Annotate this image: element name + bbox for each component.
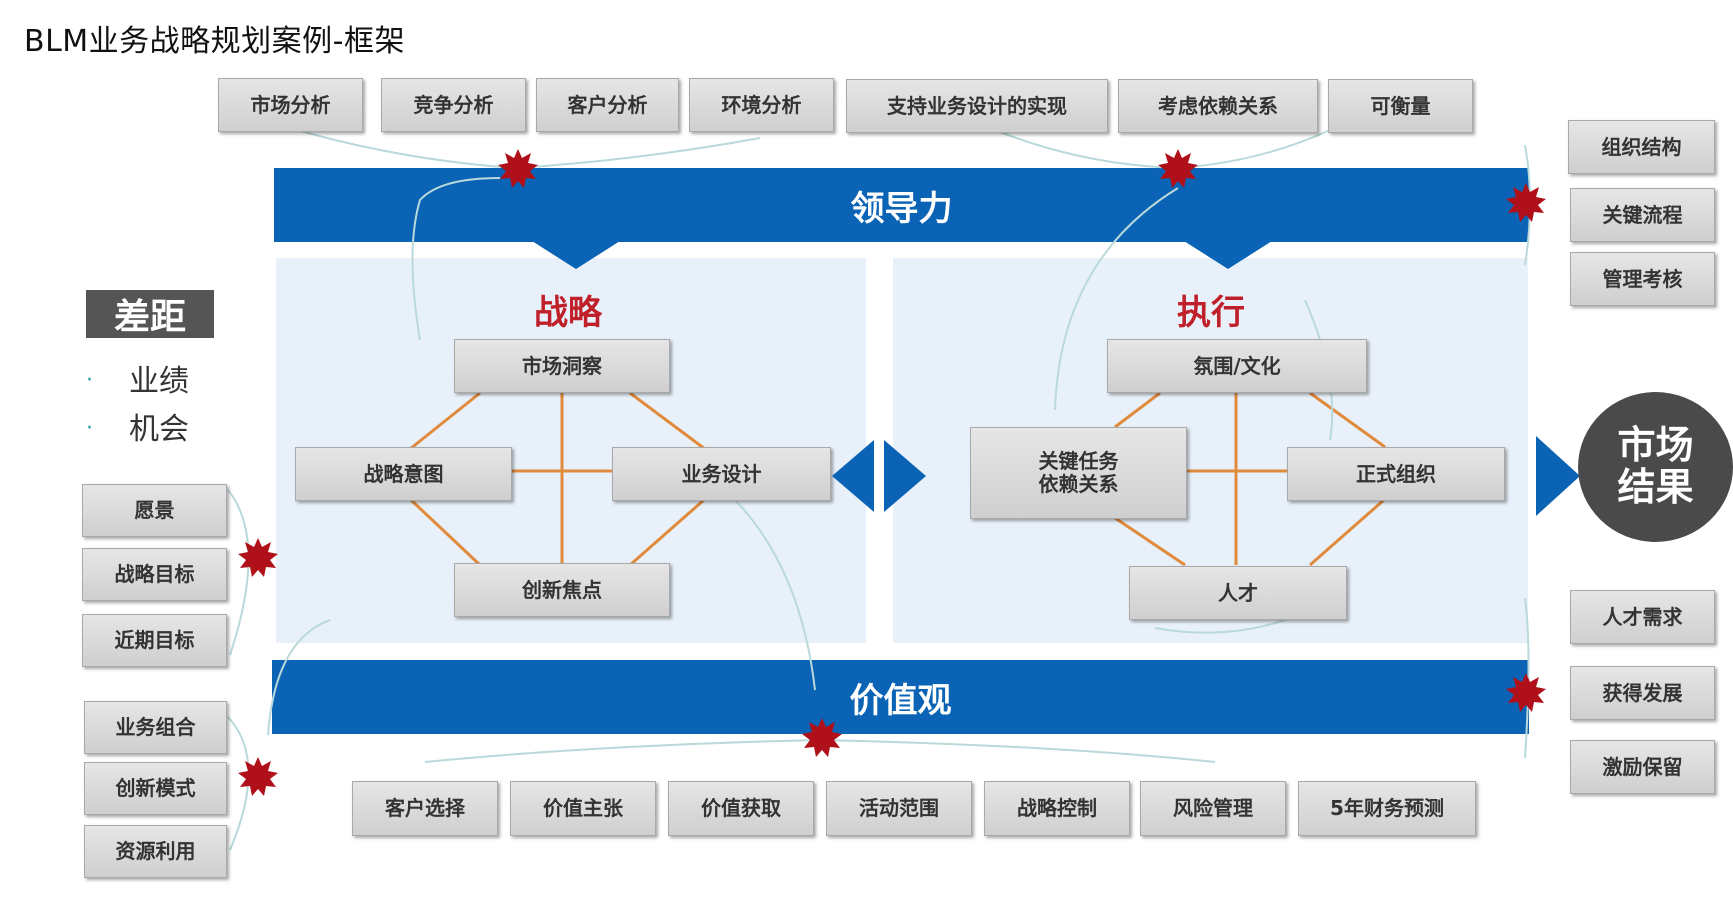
right-box-org-structure: 组织结构 [1568,120,1715,174]
right-box-incentive-retention: 激励保留 [1570,740,1715,794]
top-box-consider-dependencies: 考虑依赖关系 [1118,79,1318,133]
bottom-box-value-capture: 价值获取 [668,781,814,836]
bullet-icon: · [86,416,93,441]
starburst-icon [238,757,278,796]
left-box-resource-use: 资源利用 [84,825,227,878]
top-box-competition-analysis: 竞争分析 [381,78,526,132]
starburst-icon [1158,149,1198,188]
execution-node-key-tasks: 关键任务 依赖关系 [970,427,1187,519]
triangle-arrow-icon-right [884,440,926,512]
bullet-icon: · [86,368,93,393]
bottom-box-financial-forecast: 5年财务预测 [1298,781,1476,836]
starburst-icon [802,718,842,757]
left-box-innovation-model: 创新模式 [84,762,227,815]
gap-title: 差距 [86,290,214,338]
execution-node-talent: 人才 [1129,566,1347,620]
top-box-environment-analysis: 环境分析 [689,78,834,132]
gap-item-performance: ·业绩 [86,364,189,399]
gap-item-opportunity: ·机会 [86,412,189,447]
values-band: 价值观 [272,660,1529,734]
bottom-box-value-proposition: 价值主张 [510,781,656,836]
left-box-near-term-goals: 近期目标 [82,614,227,667]
starburst-icon [1506,673,1546,712]
right-box-management-assessment: 管理考核 [1570,252,1715,306]
strategy-node-strategic-intent: 战略意图 [295,447,512,501]
right-box-key-process: 关键流程 [1570,188,1715,242]
top-box-customer-analysis: 客户分析 [536,78,679,132]
starburst-icon [498,149,538,188]
leadership-notch-right [1184,241,1272,269]
execution-node-culture: 氛围/文化 [1107,339,1367,393]
strategy-node-market-insight: 市场洞察 [454,339,670,393]
left-box-strategic-goals: 战略目标 [82,548,227,601]
bottom-box-strategic-control: 战略控制 [984,781,1130,836]
top-box-measurable: 可衡量 [1328,79,1473,133]
bottom-box-activity-scope: 活动范围 [826,781,972,836]
triangle-arrow-icon-result [1536,436,1580,516]
strategy-node-business-design: 业务设计 [612,447,831,501]
bottom-box-customer-selection: 客户选择 [352,781,498,836]
execution-title: 执行 [1177,293,1245,333]
leadership-band: 领导力 [274,168,1529,242]
starburst-icon [1506,183,1546,222]
leadership-notch-left [532,241,620,269]
starburst-icon [238,538,278,577]
triangle-arrow-icon-left [832,440,874,512]
bottom-box-risk-management: 风险管理 [1140,781,1286,836]
right-box-development: 获得发展 [1570,666,1715,720]
execution-node-formal-org: 正式组织 [1287,447,1505,501]
left-box-vision: 愿景 [82,484,227,537]
top-box-market-analysis: 市场分析 [218,78,363,132]
market-result-circle: 市场 结果 [1578,392,1733,542]
page-title: BLM业务战略规划案例-框架 [24,24,406,59]
right-box-talent-demand: 人才需求 [1570,590,1715,644]
left-box-business-portfolio: 业务组合 [84,701,227,754]
strategy-node-innovation-focus: 创新焦点 [454,563,670,617]
strategy-title: 战略 [534,293,602,333]
top-box-support-business-design: 支持业务设计的实现 [846,79,1108,133]
